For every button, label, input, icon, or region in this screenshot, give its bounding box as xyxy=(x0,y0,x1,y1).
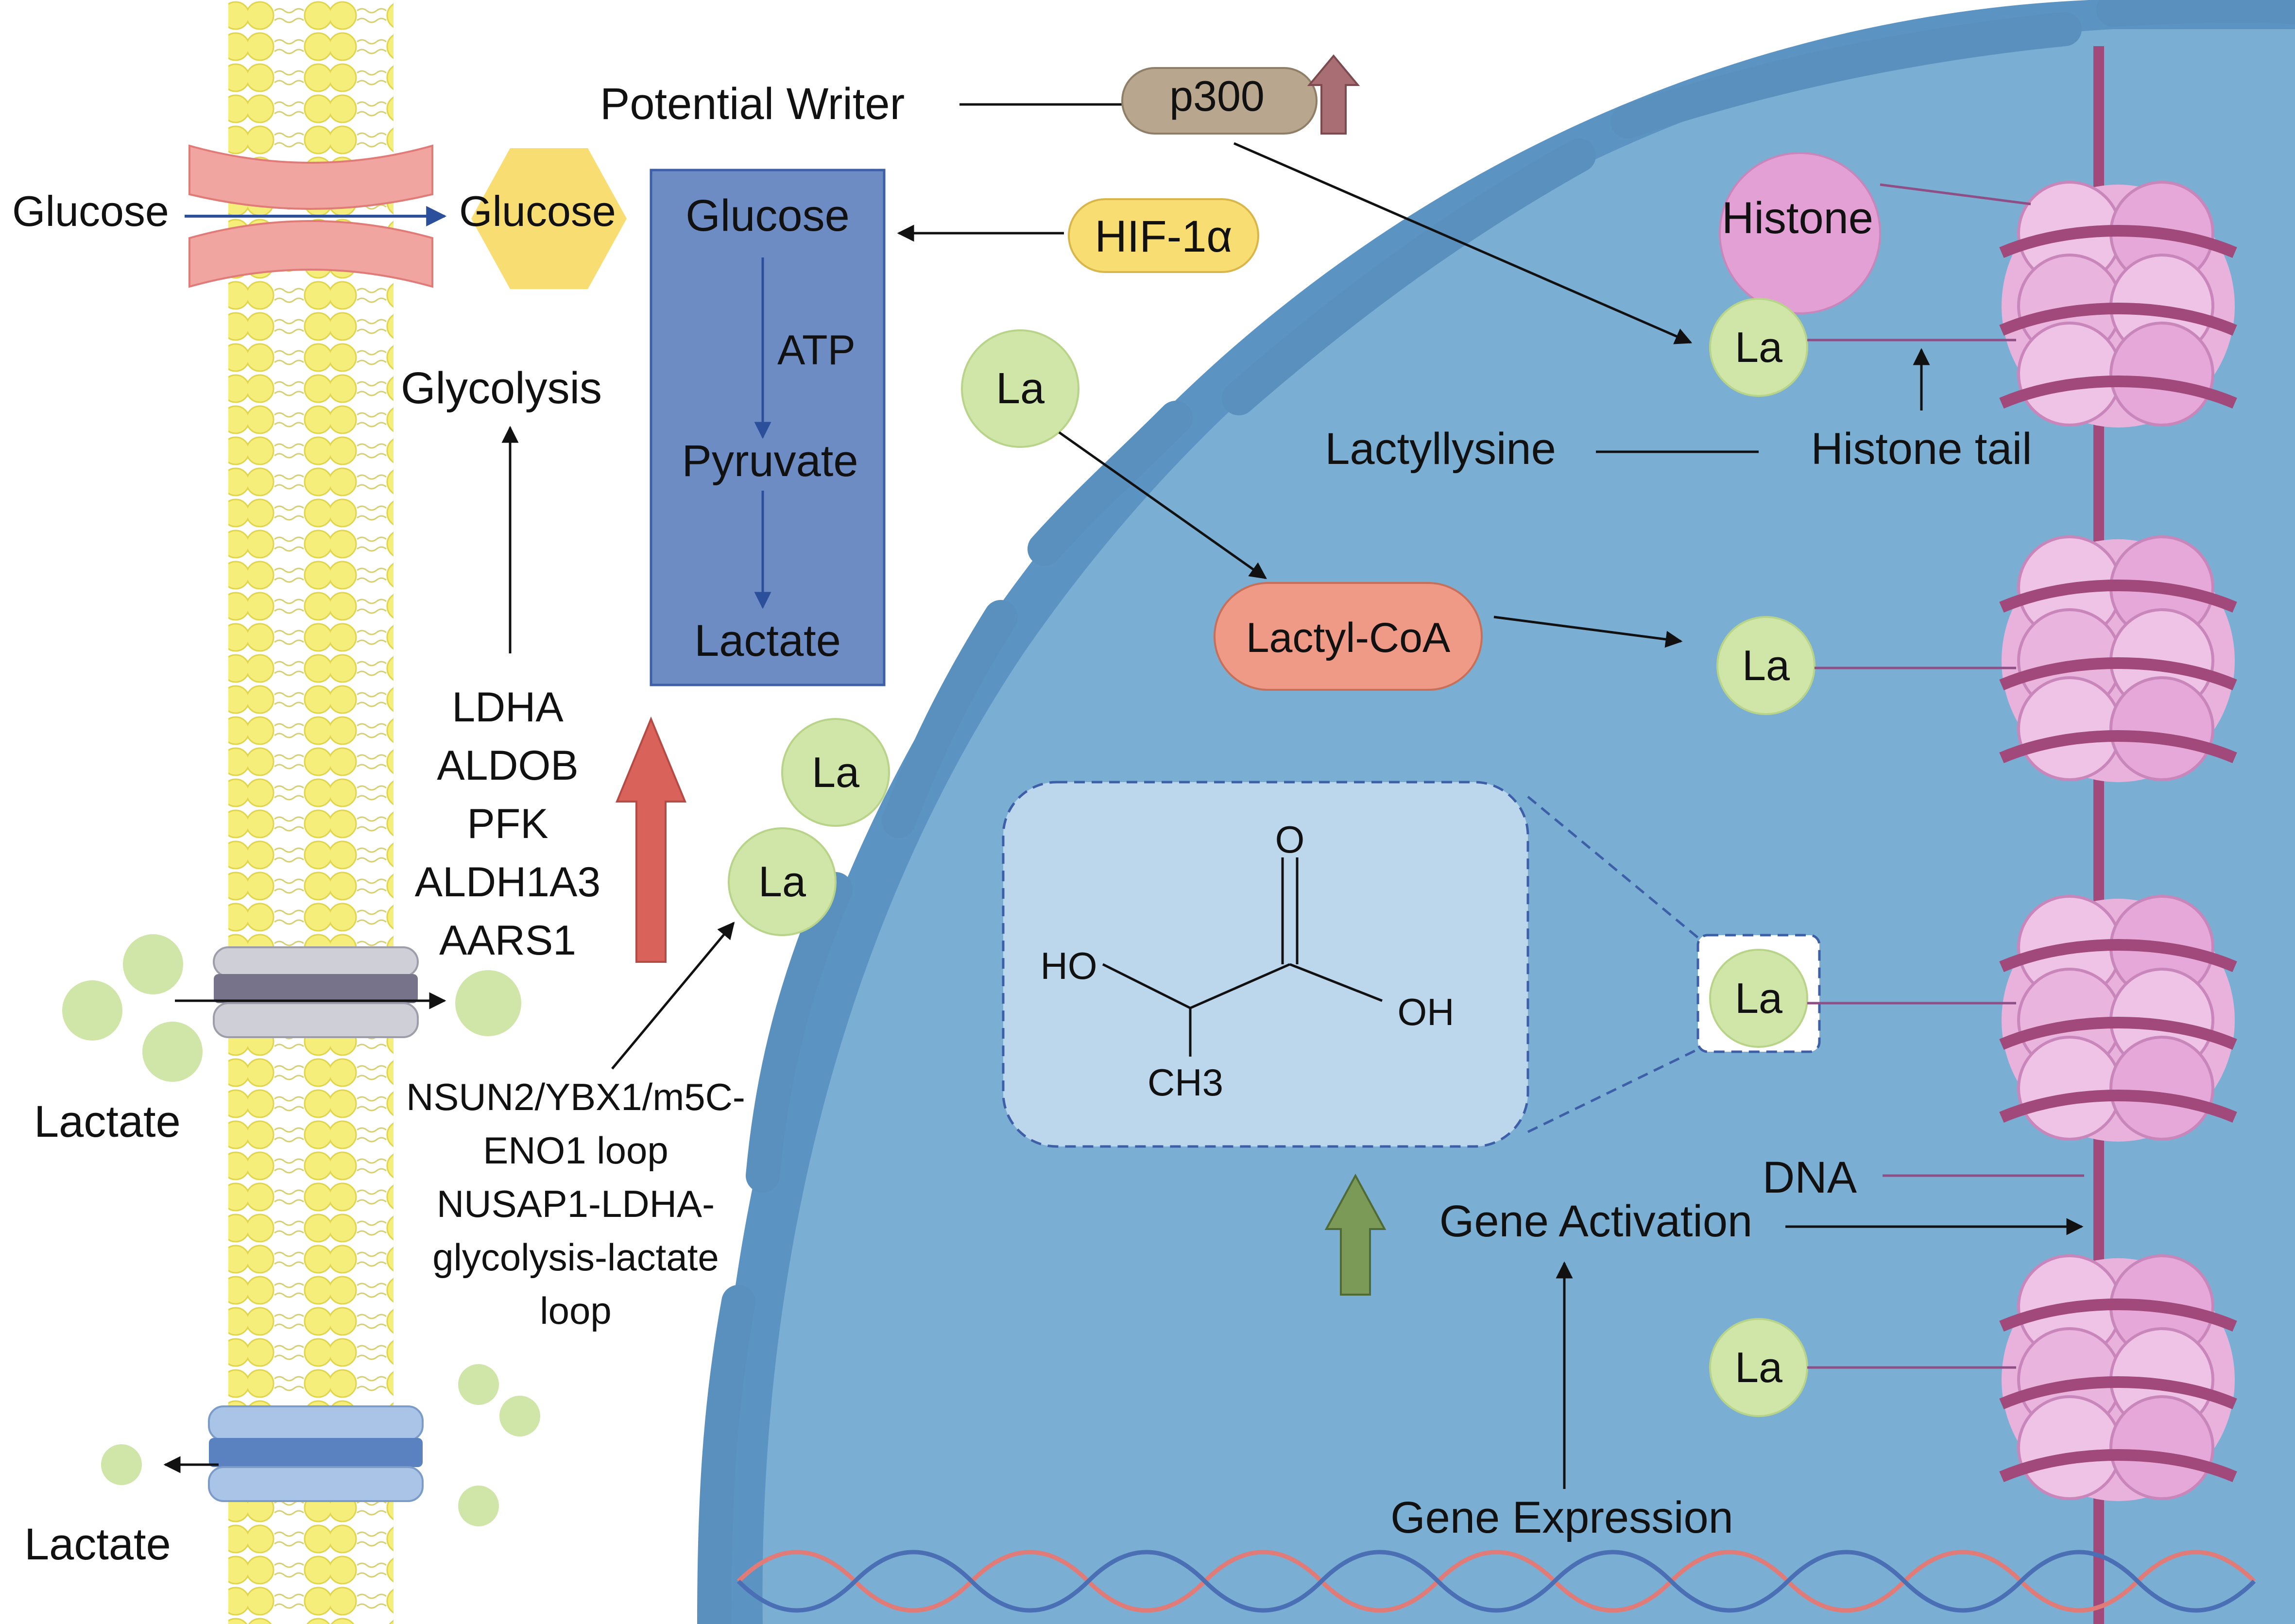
loop-line-2: ENO1 loop xyxy=(483,1129,668,1172)
enzyme-2: ALDOB xyxy=(437,742,579,789)
glucose-transporter xyxy=(188,144,433,288)
loop-line-4: glycolysis-lactate xyxy=(432,1236,719,1279)
la-nucleosome-3: La xyxy=(1696,934,1821,1053)
la-nucleosome-2: La xyxy=(1716,616,1815,715)
structure-ch3: CH3 xyxy=(1148,1061,1223,1104)
svg-text:La: La xyxy=(1735,1343,1782,1391)
gene-expression-label: Gene Expression xyxy=(1390,1493,1733,1542)
enzyme-1: LDHA xyxy=(452,684,564,731)
extracellular-lactate-molecules xyxy=(62,934,540,1526)
p300-pill: p300 xyxy=(1121,67,1318,135)
gene-activation-label: Gene Activation xyxy=(1439,1197,1752,1246)
lactyl-coa-label: Lactyl-CoA xyxy=(1246,615,1451,661)
la-cytoplasm-1: La xyxy=(781,718,890,827)
hif-pill: HIF-1α xyxy=(1068,198,1259,273)
svg-text:La: La xyxy=(1735,974,1782,1022)
potential-writer-label: Potential Writer xyxy=(600,79,905,129)
enzyme-list: LDHA ALDOB PFK ALDH1A3 AARS1 xyxy=(415,684,600,964)
dna-label: DNA xyxy=(1763,1153,1857,1202)
enzyme-5: AARS1 xyxy=(439,917,576,964)
lactate-importer xyxy=(213,946,419,1038)
glucose-hexagon xyxy=(471,148,627,289)
nucleosome-2 xyxy=(2002,537,2235,782)
lactate-in-label: Lactate xyxy=(34,1097,181,1146)
structure-zoom-box: O HO OH CH3 xyxy=(1002,781,1699,1148)
regulatory-loops: NSUN2/YBX1/m5C- ENO1 loop NUSAP1-LDHA- g… xyxy=(406,1076,745,1332)
lactyllysine-label: Lactyllysine xyxy=(1325,424,1556,474)
svg-text:La: La xyxy=(812,748,859,796)
nucleosome-3 xyxy=(2002,896,2235,1142)
la-nucleosome-4: La xyxy=(1709,1318,1808,1417)
enzyme-4: ALDH1A3 xyxy=(415,859,600,906)
structure-o: O xyxy=(1275,818,1305,861)
lactylcoa-to-la-arrow xyxy=(1493,615,1683,648)
loop-line-1: NSUN2/YBX1/m5C- xyxy=(406,1076,745,1118)
p300-up-arrow xyxy=(1307,54,1360,135)
lactate-out-label: Lactate xyxy=(24,1520,171,1569)
svg-text:La: La xyxy=(1742,641,1790,689)
lactate-exporter xyxy=(208,1405,424,1502)
structure-ho: HO xyxy=(1041,944,1097,987)
la-to-lactylcoa-arrow xyxy=(1058,431,1267,580)
histone-connector xyxy=(1880,183,2031,205)
p300-label: p300 xyxy=(1169,72,1265,120)
svg-text:La: La xyxy=(1735,323,1782,371)
svg-text:La: La xyxy=(758,857,806,906)
la-histone-tail: La xyxy=(1709,298,1808,397)
glycolysis-label: Glycolysis xyxy=(401,363,602,413)
structure-oh: OH xyxy=(1398,991,1455,1033)
nucleosome-1 xyxy=(2002,182,2235,427)
loop-to-lactate-arrow xyxy=(611,922,735,1070)
lactyl-coa-pill: Lactyl-CoA xyxy=(1214,582,1483,691)
nuclear-envelope xyxy=(697,0,2295,1624)
enzyme-3: PFK xyxy=(467,801,548,847)
lactic-acid-structure xyxy=(1102,857,1383,1057)
histone-tail-label: Histone tail xyxy=(1811,424,2032,474)
glucose-outside-label: Glucose xyxy=(12,187,169,235)
glycolysis-pathway-box: Glucose ATP Pyruvate Lactate xyxy=(650,169,886,686)
la-cytoplasm-2: La xyxy=(728,827,837,936)
loop-line-3: NUSAP1-LDHA- xyxy=(437,1182,715,1225)
la-near-nucleus: La xyxy=(961,329,1079,448)
histone-label: Histone xyxy=(1722,193,1873,243)
pathway-lactate: Lactate xyxy=(694,616,841,666)
nucleosome-4 xyxy=(2002,1256,2235,1501)
p300-to-la-arrow xyxy=(1233,142,1693,344)
pathway-glucose: Glucose xyxy=(685,191,850,240)
gene-activation-up-arrow xyxy=(1324,1173,1387,1296)
dna-double-helix xyxy=(736,1550,2256,1613)
loop-line-5: loop xyxy=(540,1289,611,1332)
pathway-atp: ATP xyxy=(777,327,856,374)
svg-text:La: La xyxy=(996,364,1045,413)
histone-sphere: Histone xyxy=(1719,152,1881,314)
upregulation-arrow xyxy=(616,716,686,963)
glucose-inside-label: Glucose xyxy=(459,187,616,235)
hif-label: HIF-1α xyxy=(1095,212,1232,261)
pathway-pyruvate: Pyruvate xyxy=(682,436,858,486)
